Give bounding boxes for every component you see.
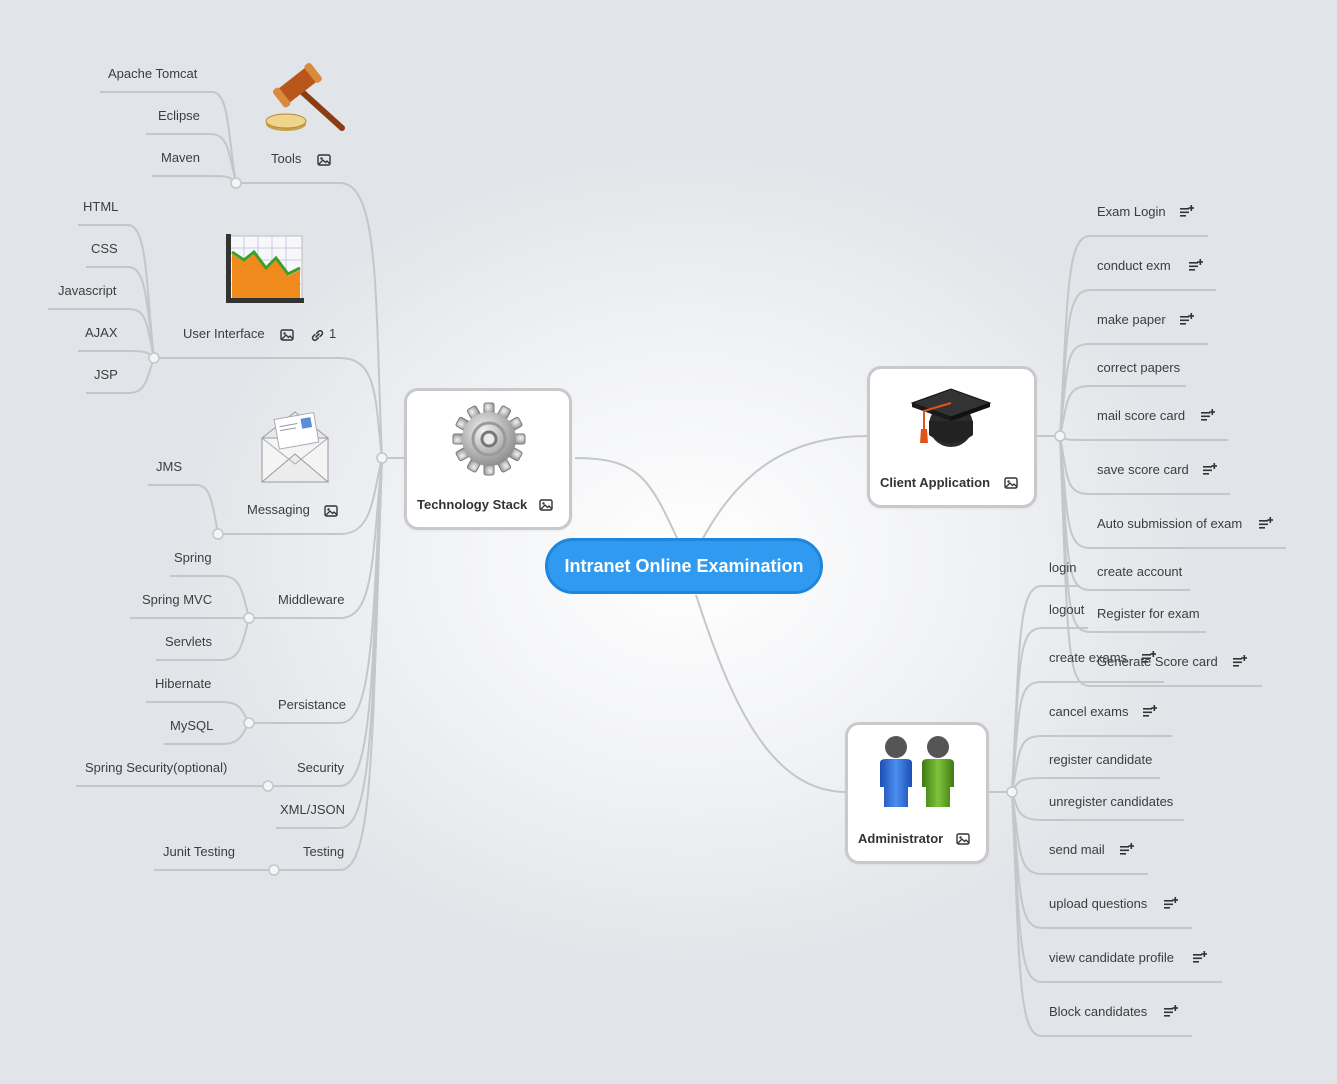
ui-item[interactable]: HTML (83, 199, 119, 214)
image-icon[interactable] (539, 499, 553, 511)
tools-item[interactable]: Eclipse (158, 108, 200, 123)
link-icon[interactable] (310, 329, 324, 341)
admin-item[interactable]: register candidate (1049, 752, 1153, 767)
client-item[interactable]: conduct exm (1097, 258, 1171, 273)
note-add-icon[interactable] (1233, 655, 1247, 667)
image-icon[interactable] (317, 154, 331, 166)
client-item[interactable]: mail score card (1097, 408, 1186, 423)
administrator-card[interactable]: Administrator (845, 722, 989, 864)
gavel-icon (265, 62, 345, 131)
tools-label[interactable]: Tools (271, 151, 302, 166)
note-add-icon[interactable] (1259, 517, 1273, 529)
ui-item[interactable]: CSS (91, 241, 118, 256)
admin-item[interactable]: cancel exams (1049, 704, 1129, 719)
xml-json-label[interactable]: XML/JSON (280, 802, 346, 817)
note-add-icon[interactable] (1193, 951, 1207, 963)
client-item[interactable]: make paper (1097, 312, 1166, 327)
users-icon (880, 736, 954, 807)
messaging-label[interactable]: Messaging (247, 502, 310, 517)
admin-item[interactable]: upload questions (1049, 896, 1148, 911)
client-application-card[interactable]: Client Application (867, 366, 1037, 508)
note-add-icon[interactable] (1203, 463, 1217, 475)
middleware-label[interactable]: Middleware (278, 592, 345, 607)
tech-stack-title: Technology Stack (417, 497, 528, 512)
note-add-icon[interactable] (1164, 897, 1178, 909)
client-item[interactable]: Register for exam (1097, 606, 1200, 621)
image-icon[interactable] (956, 833, 970, 845)
note-add-icon[interactable] (1164, 1005, 1178, 1017)
chart-icon (226, 234, 304, 303)
messaging-item[interactable]: JMS (156, 459, 182, 474)
testing-item[interactable]: Junit Testing (163, 844, 236, 859)
tech-stack-card[interactable]: Technology Stack (404, 388, 572, 530)
link-count: 1 (329, 326, 337, 341)
persistance-item[interactable]: MySQL (170, 718, 214, 733)
admin-item[interactable]: view candidate profile (1049, 950, 1175, 965)
tools-item[interactable]: Apache Tomcat (108, 66, 198, 81)
admin-item[interactable]: logout (1049, 602, 1085, 617)
testing-label[interactable]: Testing (303, 844, 345, 859)
image-icon[interactable] (1004, 477, 1018, 489)
admin-item[interactable]: send mail (1049, 842, 1105, 857)
note-add-icon[interactable] (1201, 409, 1215, 421)
admin-item[interactable]: Block candidates (1049, 1004, 1148, 1019)
client-item[interactable]: correct papers (1097, 360, 1181, 375)
client-item[interactable]: Auto submission of exam (1097, 516, 1243, 531)
ui-item[interactable]: Javascript (58, 283, 117, 298)
client-application-title: Client Application (880, 475, 991, 490)
graduation-cap-icon (910, 388, 992, 447)
note-add-icon[interactable] (1180, 313, 1194, 325)
note-add-icon[interactable] (1120, 843, 1134, 855)
note-add-icon[interactable] (1142, 651, 1156, 663)
security-item[interactable]: Spring Security(optional) (85, 760, 228, 775)
persistance-item[interactable]: Hibernate (155, 676, 212, 691)
ui-item[interactable]: AJAX (85, 325, 118, 340)
image-icon[interactable] (324, 505, 338, 517)
client-item[interactable]: Exam Login (1097, 204, 1166, 219)
client-item[interactable]: save score card (1097, 462, 1189, 477)
admin-item[interactable]: create exams (1049, 650, 1128, 665)
note-add-icon[interactable] (1189, 259, 1203, 271)
gear-icon (452, 402, 526, 476)
client-item[interactable]: Generate Score card (1097, 654, 1218, 669)
administrator-title: Administrator (858, 831, 944, 846)
middleware-item[interactable]: Spring MVC (142, 592, 213, 607)
admin-item[interactable]: unregister candidates (1049, 794, 1174, 809)
envelope-icon (260, 411, 330, 483)
tools-item[interactable]: Maven (161, 150, 201, 165)
image-icon[interactable] (280, 329, 294, 341)
middleware-item[interactable]: Spring (174, 550, 212, 565)
ui-item[interactable]: JSP (94, 367, 118, 382)
note-add-icon[interactable] (1180, 205, 1194, 217)
middleware-item[interactable]: Servlets (165, 634, 212, 649)
client-item[interactable]: create account (1097, 564, 1183, 579)
root-topic[interactable]: Intranet Online Examination (545, 538, 823, 594)
note-add-icon[interactable] (1143, 705, 1157, 717)
admin-item[interactable]: login (1049, 560, 1077, 575)
security-label[interactable]: Security (297, 760, 344, 775)
persistance-label[interactable]: Persistance (278, 697, 346, 712)
user-interface-label[interactable]: User Interface (183, 326, 265, 341)
